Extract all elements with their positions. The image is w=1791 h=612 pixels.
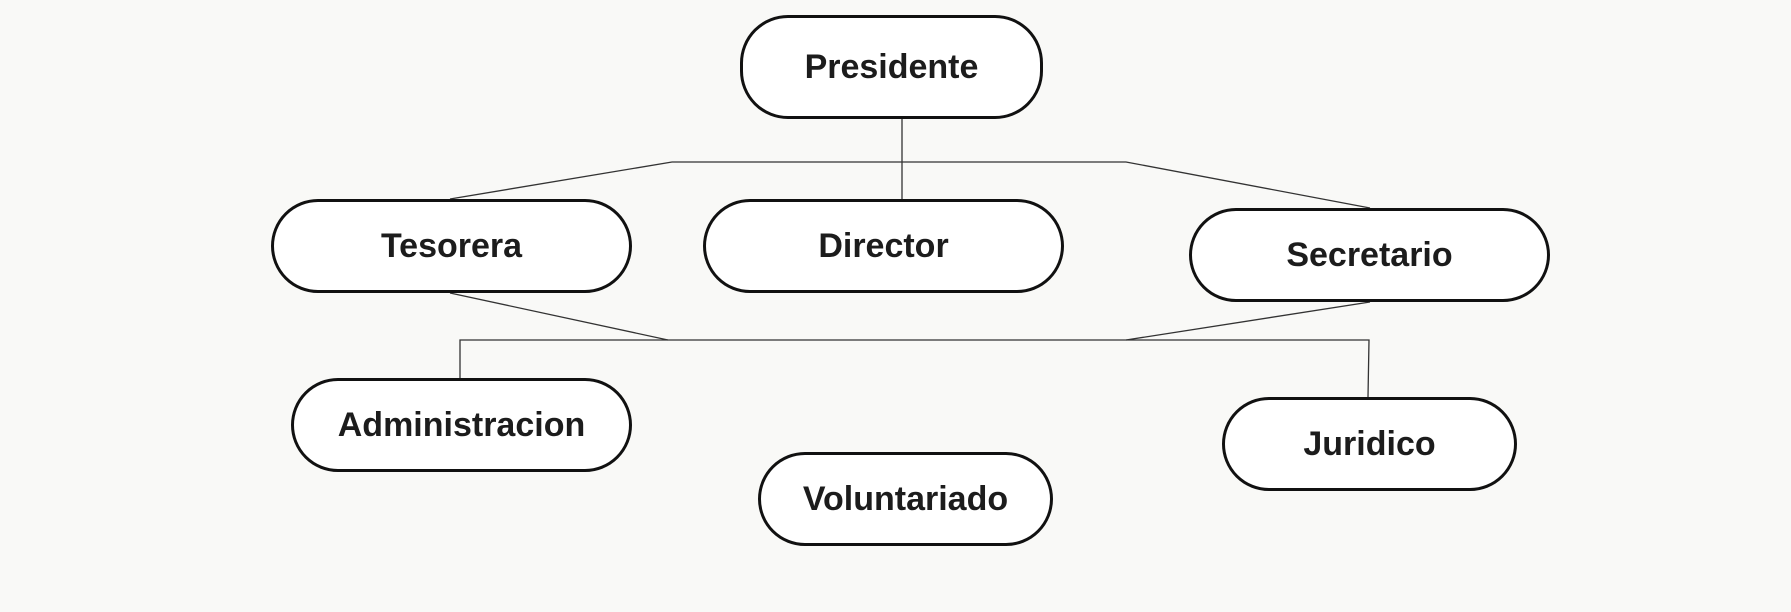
node-juridico: Juridico: [1222, 397, 1517, 491]
connector-juridico: [1126, 339, 1370, 398]
connector-administracion: [459, 339, 668, 378]
node-tesorera: Tesorera: [271, 199, 632, 293]
node-presidente-label: Presidente: [804, 47, 979, 86]
connector-upper-branch: [449, 161, 1371, 209]
node-secretario-label: Secretario: [1286, 235, 1453, 274]
node-juridico-label: Juridico: [1303, 424, 1436, 463]
connector-lower-branch: [449, 292, 1371, 341]
node-presidente: Presidente: [740, 15, 1043, 119]
node-administracion-label: Administracion: [337, 405, 586, 444]
node-director: Director: [703, 199, 1064, 293]
node-tesorera-label: Tesorera: [380, 226, 523, 265]
node-administracion: Administracion: [291, 378, 632, 472]
node-director-label: Director: [818, 226, 949, 265]
node-voluntariado-label: Voluntariado: [802, 479, 1009, 518]
node-secretario: Secretario: [1189, 208, 1550, 302]
node-voluntariado: Voluntariado: [758, 452, 1053, 546]
